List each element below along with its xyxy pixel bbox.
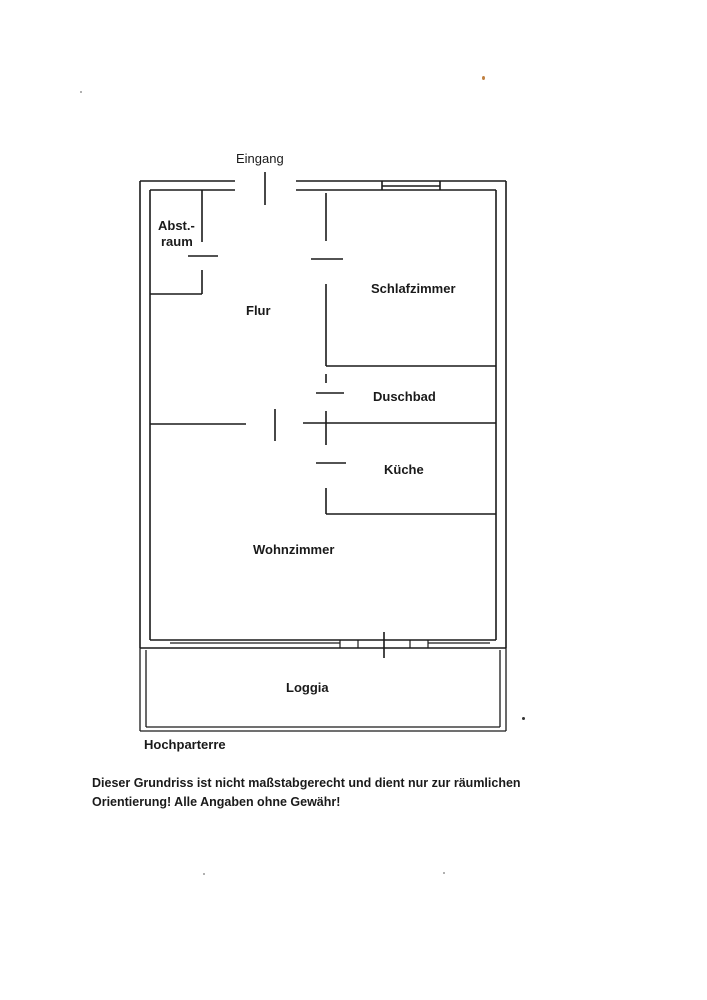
bedroom-label: Schlafzimmer — [371, 281, 456, 296]
disclaimer-line-1: Dieser Grundriss ist nicht maßstabgerech… — [92, 776, 521, 790]
outer-wall-top — [140, 180, 506, 191]
floor-level-label: Hochparterre — [144, 737, 226, 752]
storage-room-label-line1: Abst.- — [158, 218, 195, 233]
kitchen-label: Küche — [384, 462, 424, 477]
storage-room-label-line2: raum — [161, 234, 193, 249]
disclaimer: Dieser Grundriss ist nicht maßstabgerech… — [92, 774, 612, 812]
shower-room-label: Duschbad — [373, 389, 436, 404]
scan-speck — [203, 873, 205, 875]
window-top — [381, 181, 441, 190]
hallway-label: Flur — [246, 303, 271, 318]
disclaimer-line-2: Orientierung! Alle Angaben ohne Gewähr! — [92, 795, 341, 809]
scan-speck — [443, 872, 445, 874]
loggia-label: Loggia — [286, 680, 329, 695]
scan-speck — [80, 91, 82, 93]
loggia-outline — [139, 648, 507, 732]
scan-speck — [482, 76, 485, 80]
scan-speck — [522, 717, 525, 720]
outer-wall-bottom — [140, 639, 506, 649]
living-room-label: Wohnzimmer — [253, 542, 335, 557]
window-bottom — [170, 640, 490, 648]
entrance-label: Eingang — [236, 151, 284, 166]
